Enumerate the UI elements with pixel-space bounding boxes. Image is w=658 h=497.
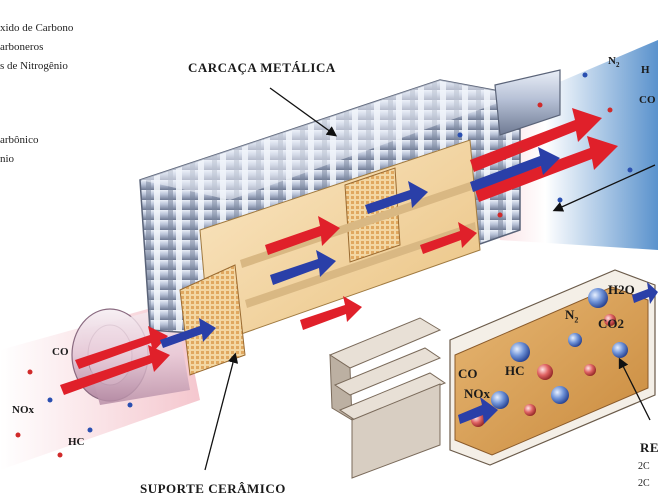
- label-zoom-h2o: H2O: [608, 282, 635, 298]
- label-outlet-h2o-partial: H: [641, 64, 650, 76]
- outlet-n2-sub: 2: [616, 61, 620, 69]
- label-suporte-ceramico: SUPORTE CERÂMICO: [140, 481, 286, 497]
- label-inlet-nox: NOx: [12, 404, 34, 416]
- label-reacao-partial: RE: [640, 440, 658, 456]
- zoom-n2-symbol: N: [565, 307, 574, 322]
- outlet-n2-symbol: N: [608, 55, 616, 67]
- label-zoom-co2: CO2: [598, 316, 624, 332]
- label-outlet-co-partial: CO: [639, 94, 656, 106]
- label-carcaca-metalica: CARCAÇA METÁLICA: [188, 60, 336, 76]
- zoom-n2-sub: 2: [574, 316, 578, 325]
- label-zoom-hc: HC: [505, 363, 525, 379]
- ceramic-slice-panels: [330, 318, 445, 478]
- label-outlet-n2: N2: [608, 55, 619, 69]
- label-equation-1-partial: 2C: [638, 461, 650, 472]
- leader-suporte: [205, 355, 235, 470]
- label-zoom-nox: NOx: [464, 386, 490, 402]
- label-zoom-n2: N2: [565, 307, 578, 325]
- label-zoom-co: CO: [458, 366, 478, 382]
- label-inlet-hc: HC: [68, 436, 85, 448]
- label-inlet-co: CO: [52, 346, 69, 358]
- label-equation-2-partial: 2C: [638, 478, 650, 489]
- reaction-zoom-box: [450, 270, 658, 465]
